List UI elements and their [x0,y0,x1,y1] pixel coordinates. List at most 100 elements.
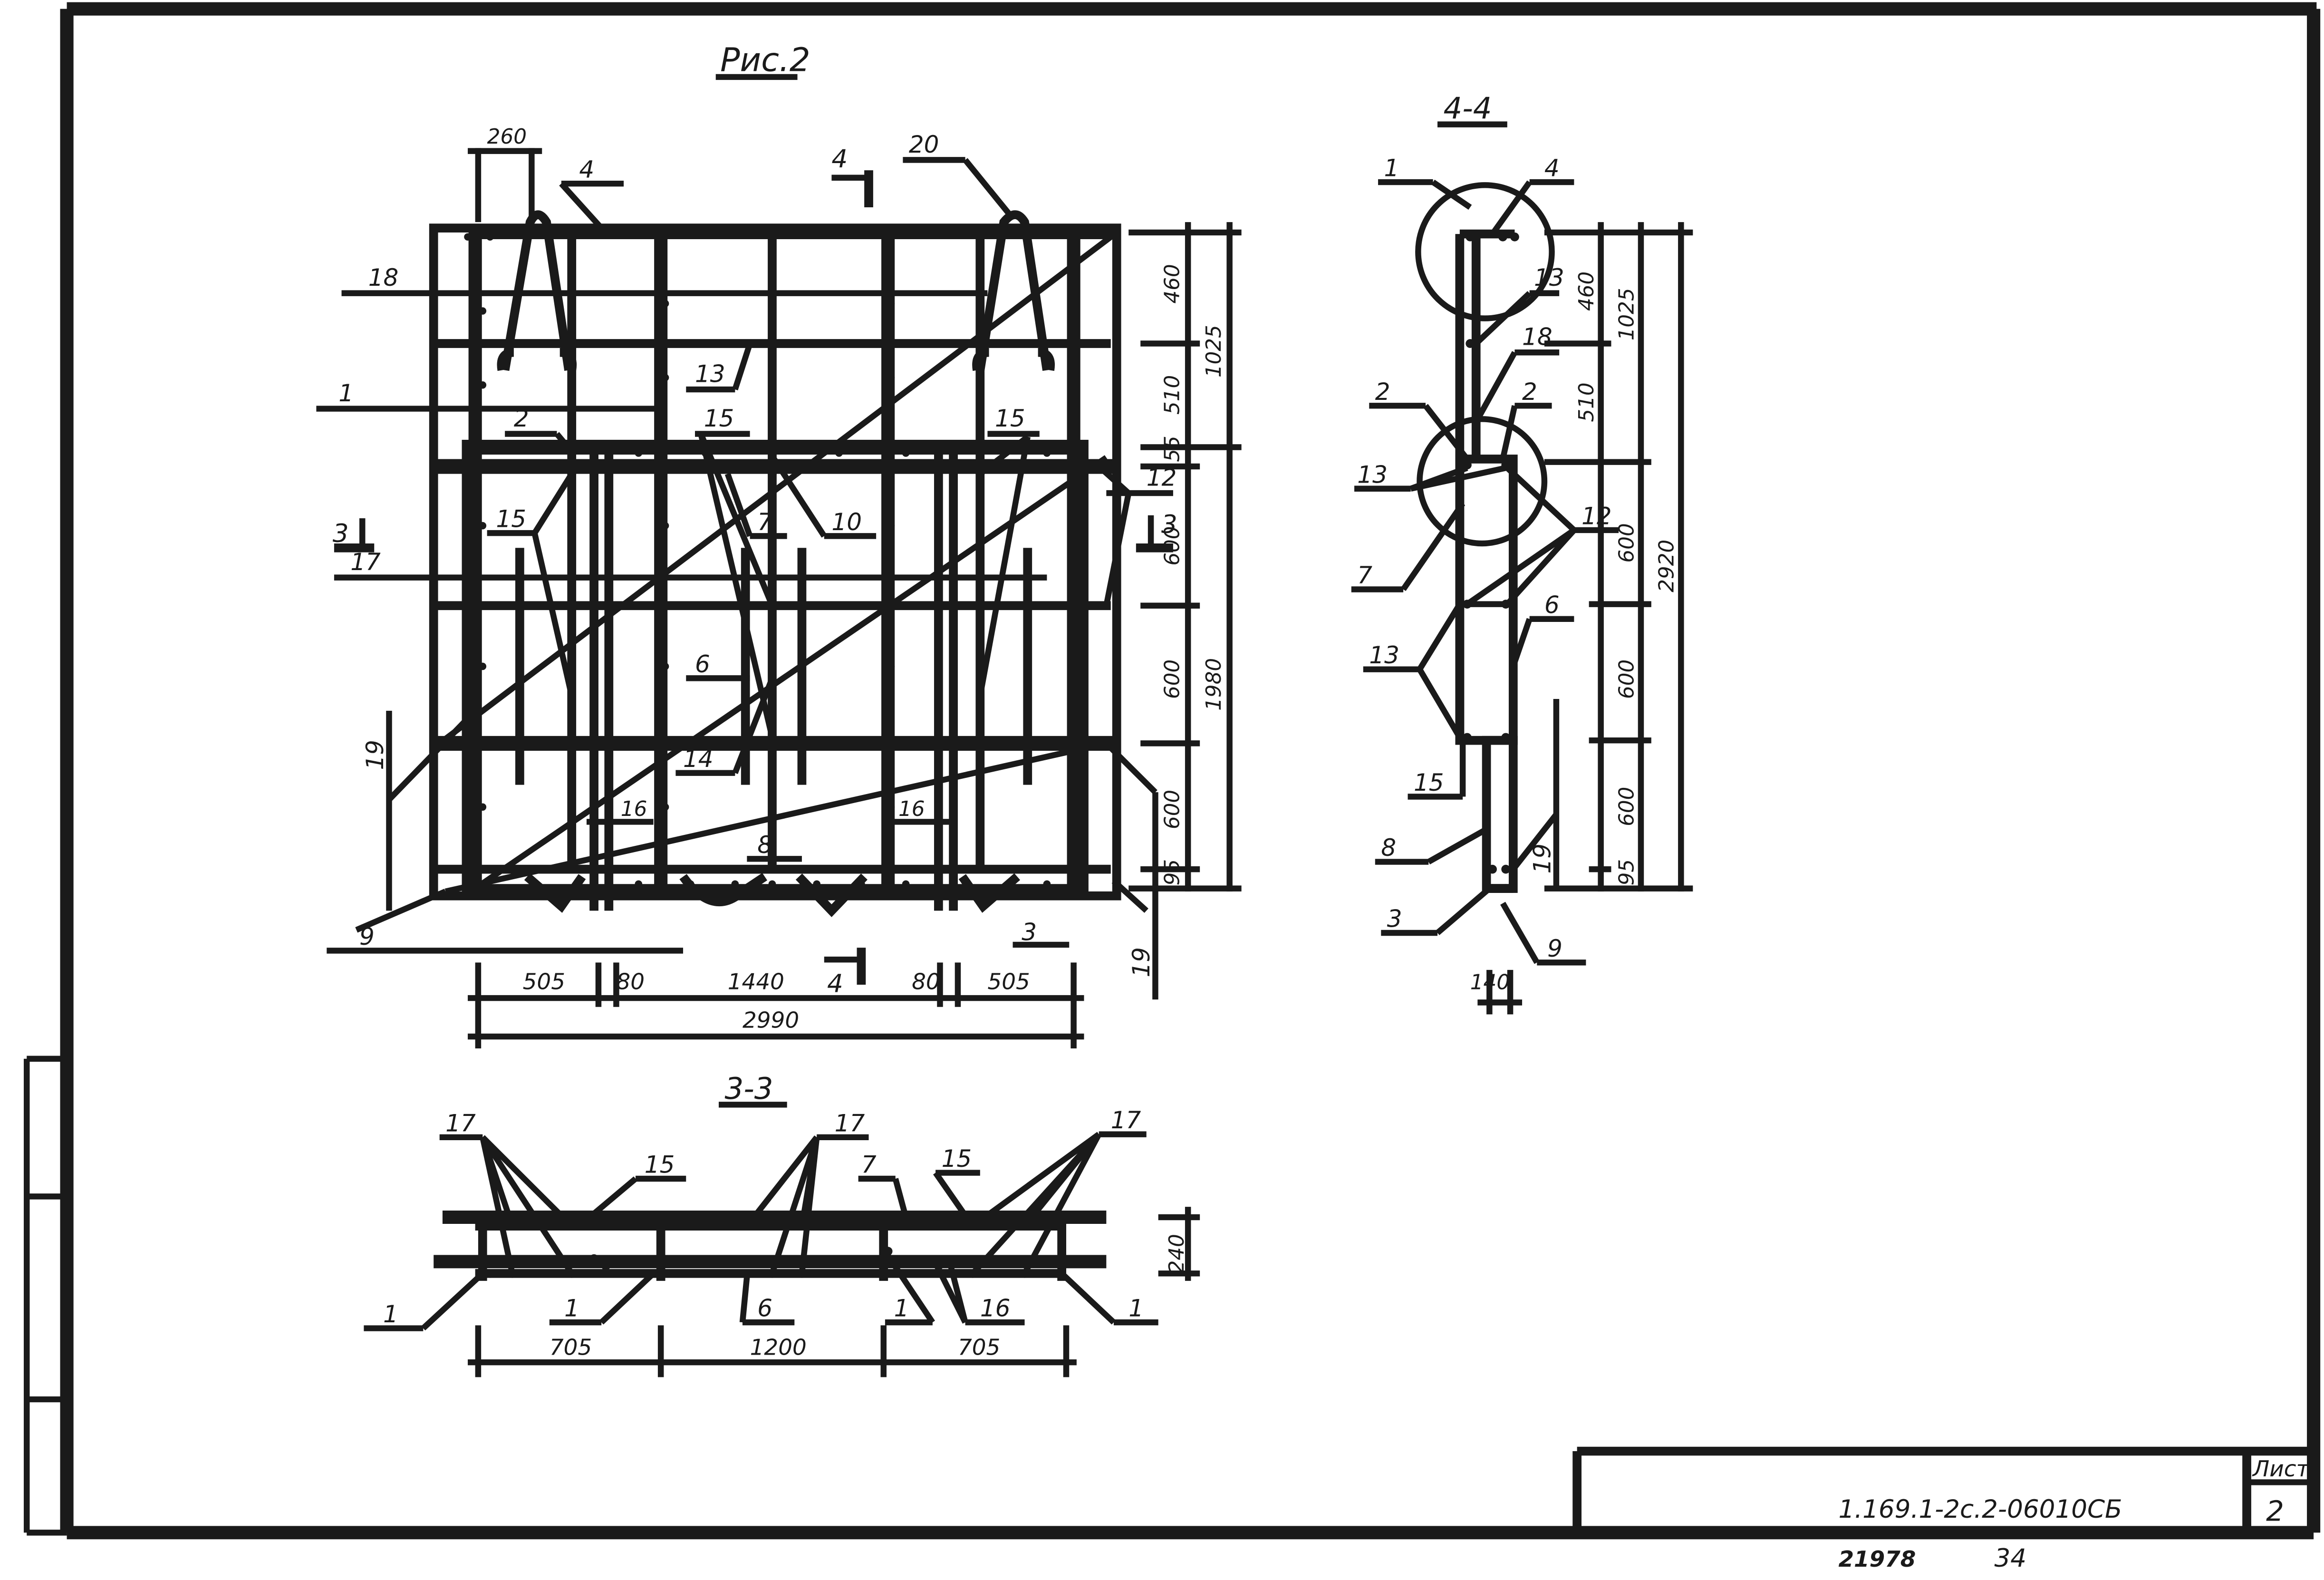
svg-text:95: 95 [1160,859,1184,885]
elevation-view: Рис.2 [316,41,1242,1048]
svg-text:18: 18 [368,264,399,291]
svg-text:18: 18 [1522,323,1553,351]
svg-text:2: 2 [514,405,529,432]
section-cut-3-left: 3 [333,518,375,553]
svg-text:16: 16 [621,797,647,821]
svg-text:2920: 2920 [1655,540,1679,592]
elev-dim-top: 260 [487,125,527,149]
section-cut-4-top: 4 [831,144,873,208]
svg-text:1200: 1200 [750,1335,807,1361]
figure-title: Рис.2 [720,41,810,79]
section-4-4: 4-4 460 510 [1351,91,1693,1015]
svg-text:2: 2 [1375,378,1390,406]
svg-text:4: 4 [831,144,848,174]
svg-text:1: 1 [338,379,354,407]
section-33-title: 3-3 [724,1071,773,1106]
svg-text:600: 600 [1614,659,1639,699]
svg-text:6: 6 [1544,591,1560,619]
svg-text:55: 55 [1160,436,1184,462]
svg-text:19: 19 [361,740,389,770]
svg-text:17: 17 [350,548,381,576]
svg-text:9: 9 [1547,935,1562,962]
svg-text:1: 1 [1384,155,1399,182]
svg-text:1440: 1440 [728,969,784,995]
svg-text:19: 19 [1128,947,1155,977]
svg-text:6: 6 [695,650,710,678]
sheet-label: Лист [2252,1456,2310,1482]
svg-text:460: 460 [1160,264,1184,303]
svg-text:140: 140 [1470,970,1510,994]
svg-text:3: 3 [1022,919,1037,946]
svg-text:15: 15 [645,1151,675,1179]
section-cut-3-right: 3 [1136,510,1177,553]
svg-text:80: 80 [616,969,645,995]
elev-callouts: 4 20 18 13 1 2 15 15 12 15 7 10 17 [316,131,1177,1000]
title-block: Лист 1.169.1-2с.2-06010СБ 2 21978 34 [1572,1446,2314,1573]
svg-text:240: 240 [1165,1234,1189,1273]
svg-text:505: 505 [987,969,1030,995]
svg-text:8: 8 [1381,834,1396,862]
svg-text:1: 1 [383,1300,398,1328]
svg-text:510: 510 [1160,375,1184,415]
svg-text:19: 19 [1528,843,1556,873]
svg-text:1980: 1980 [1202,658,1226,711]
svg-text:12: 12 [1581,503,1612,530]
svg-text:2990: 2990 [743,1008,799,1033]
svg-text:1: 1 [564,1295,579,1322]
svg-text:7: 7 [1357,562,1372,589]
svg-text:460: 460 [1574,271,1599,311]
section-3-3: 3-3 705 1200 705 [364,1071,1200,1377]
svg-text:13: 13 [1534,264,1564,291]
svg-text:17: 17 [445,1109,476,1137]
svg-text:2: 2 [1522,378,1537,406]
sheet-frame [23,2,2321,1540]
svg-text:16: 16 [980,1295,1011,1322]
svg-text:4: 4 [827,969,843,998]
svg-text:600: 600 [1160,659,1184,699]
svg-text:16: 16 [898,797,925,821]
svg-text:17: 17 [1111,1106,1141,1134]
svg-text:4: 4 [579,156,594,184]
svg-text:13: 13 [695,360,725,388]
svg-text:95: 95 [1614,859,1639,885]
svg-text:1: 1 [894,1295,909,1322]
svg-text:510: 510 [1574,382,1599,422]
section-44-title: 4-4 [1443,91,1492,126]
svg-text:15: 15 [1414,769,1444,796]
svg-text:3: 3 [333,519,349,548]
svg-text:13: 13 [1369,641,1399,669]
archive-suffix: 34 [1994,1543,2026,1573]
svg-text:6: 6 [757,1295,772,1322]
svg-text:80: 80 [912,969,940,995]
svg-text:10: 10 [831,508,862,536]
svg-text:600: 600 [1160,790,1184,829]
elev-right-dims: 460 510 55 600 600 600 95 1025 1980 [1128,222,1242,892]
svg-text:15: 15 [704,405,734,432]
section-cut-4-bottom: 4 [824,948,866,998]
svg-text:4: 4 [1544,155,1560,182]
sheet-number: 2 [2266,1495,2284,1528]
doc-code: 1.169.1-2с.2-06010СБ [1838,1494,2122,1524]
svg-text:600: 600 [1160,526,1184,565]
svg-text:15: 15 [942,1145,972,1173]
svg-text:7: 7 [757,508,772,536]
svg-text:1025: 1025 [1202,325,1226,378]
svg-text:705: 705 [958,1335,1000,1361]
archive-number: 21978 [1838,1547,1916,1572]
svg-text:8: 8 [757,831,772,859]
elev-bottom-dims: 505 80 1440 80 505 2990 [468,962,1084,1048]
svg-text:15: 15 [995,405,1025,432]
svg-text:705: 705 [550,1335,592,1361]
svg-text:12: 12 [1147,464,1177,492]
svg-text:1025: 1025 [1614,288,1639,340]
svg-text:3: 3 [1387,905,1402,933]
svg-text:15: 15 [496,505,526,533]
svg-text:9: 9 [359,923,375,950]
svg-text:1: 1 [1128,1295,1144,1322]
svg-text:14: 14 [683,745,714,773]
svg-text:13: 13 [1357,461,1388,488]
svg-text:505: 505 [523,969,565,995]
svg-text:3: 3 [1161,510,1177,539]
svg-text:17: 17 [835,1109,865,1137]
